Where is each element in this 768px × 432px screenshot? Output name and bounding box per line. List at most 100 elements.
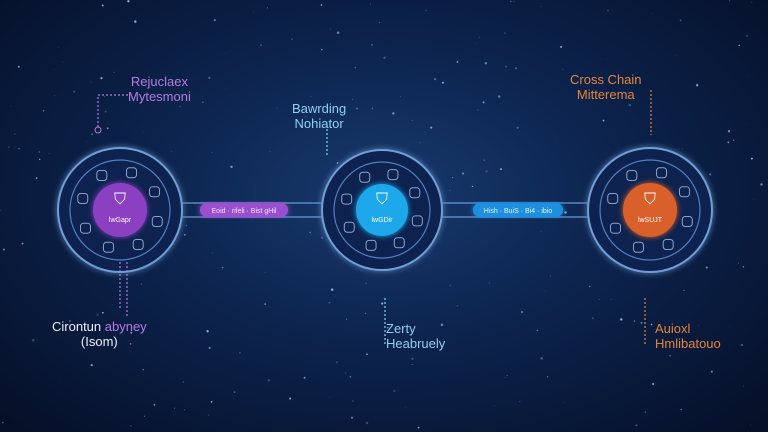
label-bottom-middle: Zerty Heabruely	[386, 321, 445, 351]
star	[433, 78, 437, 81]
ring-glyph-icon	[681, 216, 693, 228]
star	[606, 58, 608, 60]
star	[510, 0, 512, 3]
ring-glyph-icon	[610, 222, 622, 234]
star	[620, 318, 623, 321]
star	[611, 298, 612, 300]
star	[475, 42, 477, 44]
star	[456, 60, 459, 63]
star	[104, 110, 107, 113]
star	[90, 364, 93, 367]
star	[39, 158, 41, 161]
star	[411, 357, 414, 361]
star	[748, 76, 749, 78]
ring-glyph-icon	[96, 170, 108, 182]
star	[650, 323, 653, 326]
node-badge-label: lwSUJT	[638, 217, 663, 224]
star	[54, 95, 56, 97]
star	[732, 139, 735, 142]
ring-glyph-icon	[365, 239, 377, 251]
star	[0, 209, 1, 212]
star	[140, 283, 142, 285]
star	[462, 172, 465, 175]
star	[482, 101, 485, 104]
node-badge	[93, 183, 147, 237]
star	[35, 177, 38, 180]
star	[371, 107, 373, 109]
star	[144, 415, 146, 417]
ring-glyph-icon	[359, 171, 371, 183]
star	[48, 153, 50, 155]
star	[73, 90, 76, 93]
star	[328, 301, 331, 304]
star	[750, 157, 753, 160]
label-line: abyney	[104, 319, 147, 334]
star	[211, 151, 213, 153]
star	[31, 338, 35, 342]
star	[13, 132, 16, 135]
star	[364, 312, 366, 314]
star	[417, 426, 420, 429]
star	[564, 211, 567, 214]
star	[276, 107, 278, 109]
star	[336, 361, 338, 363]
star	[430, 126, 433, 129]
star	[680, 408, 682, 411]
star	[264, 303, 266, 305]
star	[134, 20, 137, 23]
star	[321, 48, 323, 51]
ring-glyph-icon	[632, 241, 644, 253]
ring-glyph-icon	[662, 238, 674, 250]
star	[269, 150, 271, 152]
label-top-right: Cross Chain Mitterema	[570, 72, 642, 102]
star	[189, 325, 190, 327]
star	[210, 400, 213, 403]
star	[591, 317, 594, 320]
ring-glyph-icon	[409, 187, 421, 199]
star	[349, 375, 352, 378]
star	[738, 44, 740, 47]
star	[329, 397, 331, 399]
star	[628, 103, 632, 107]
star	[90, 81, 92, 83]
star	[221, 266, 224, 269]
star	[18, 147, 20, 150]
star	[505, 65, 507, 68]
star	[309, 231, 311, 233]
star	[513, 0, 515, 2]
star	[1, 421, 4, 424]
star	[405, 407, 406, 408]
node-middle: ⛉ lwGDir	[321, 149, 443, 271]
label-top-left: Rejuclaex Mytesmoni	[128, 74, 191, 104]
star	[652, 382, 655, 386]
star	[183, 233, 186, 236]
ring-glyph-icon	[656, 167, 668, 179]
star	[683, 289, 685, 291]
star	[737, 262, 740, 264]
star	[697, 325, 699, 326]
star	[411, 119, 413, 122]
star	[411, 363, 413, 365]
star	[676, 55, 677, 57]
star	[425, 9, 427, 11]
label-line: Bawrding	[292, 101, 347, 116]
star	[516, 126, 519, 129]
star	[185, 224, 188, 227]
star	[743, 385, 744, 387]
star	[506, 375, 508, 377]
star	[607, 9, 609, 12]
label-line: (Isom)	[80, 334, 118, 349]
star	[319, 233, 321, 235]
star	[400, 96, 401, 97]
star	[9, 105, 11, 107]
star	[669, 355, 671, 357]
star	[344, 372, 347, 374]
star	[38, 151, 40, 153]
star	[182, 381, 185, 383]
star	[560, 45, 563, 48]
star	[504, 32, 506, 34]
ring-icons	[77, 167, 693, 253]
ring-glyph-icon	[77, 192, 89, 204]
link-pill-text: Eoid · rifeli · Bist gHil	[212, 208, 277, 215]
